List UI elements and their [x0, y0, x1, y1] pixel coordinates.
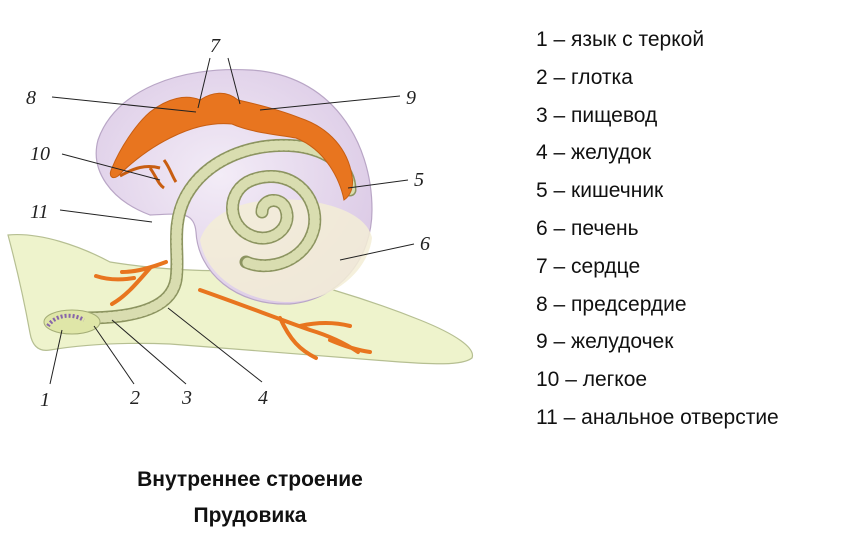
legend: 1 – язык с теркой 2 – глотка 3 – пищевод…: [536, 27, 779, 443]
callout-6: 6: [420, 233, 430, 255]
gut-branches: [198, 288, 372, 360]
legend-item: 4 – желудок: [536, 141, 652, 165]
legend-item: 1 – язык с теркой: [536, 28, 705, 51]
legend-item: 7 – сердце: [536, 254, 641, 278]
leader-lines: [49, 57, 415, 385]
callout-8: 8: [26, 87, 36, 109]
callout-2: 2: [130, 387, 140, 409]
pharynx: [43, 309, 101, 335]
legend-item: 6 – печень: [536, 216, 639, 240]
caption-line-1: Внутреннее строение: [137, 468, 363, 491]
callout-7: 7: [210, 35, 221, 57]
radula: [46, 313, 85, 328]
callout-4: 4: [258, 387, 268, 409]
legend-item: 2 – глотка: [536, 65, 633, 89]
legend-item: 8 – предсердие: [536, 292, 687, 316]
callout-9: 9: [406, 87, 416, 109]
callout-1: 1: [40, 389, 50, 411]
legend-item: 10 – легкое: [536, 368, 648, 392]
callout-10: 10: [30, 143, 50, 165]
heart: [109, 92, 353, 201]
diagram-caption: Внутреннее строение Прудовика: [60, 462, 440, 534]
legend-item: 3 – пищевод: [536, 103, 658, 127]
callout-11: 11: [30, 201, 49, 223]
pond-snail-anatomy-diagram: 7 8 9 10 11 5 6 1 2 3 4: [7, 35, 474, 411]
callout-3: 3: [181, 387, 192, 409]
legend-item: 5 – кишечник: [536, 179, 664, 203]
legend-item: 11 – анальное отверстие: [536, 405, 779, 429]
callout-5: 5: [414, 169, 424, 191]
legend-item: 9 – желудочек: [536, 330, 674, 354]
caption-line-2: Прудовика: [193, 504, 307, 527]
stomach: [94, 260, 168, 306]
